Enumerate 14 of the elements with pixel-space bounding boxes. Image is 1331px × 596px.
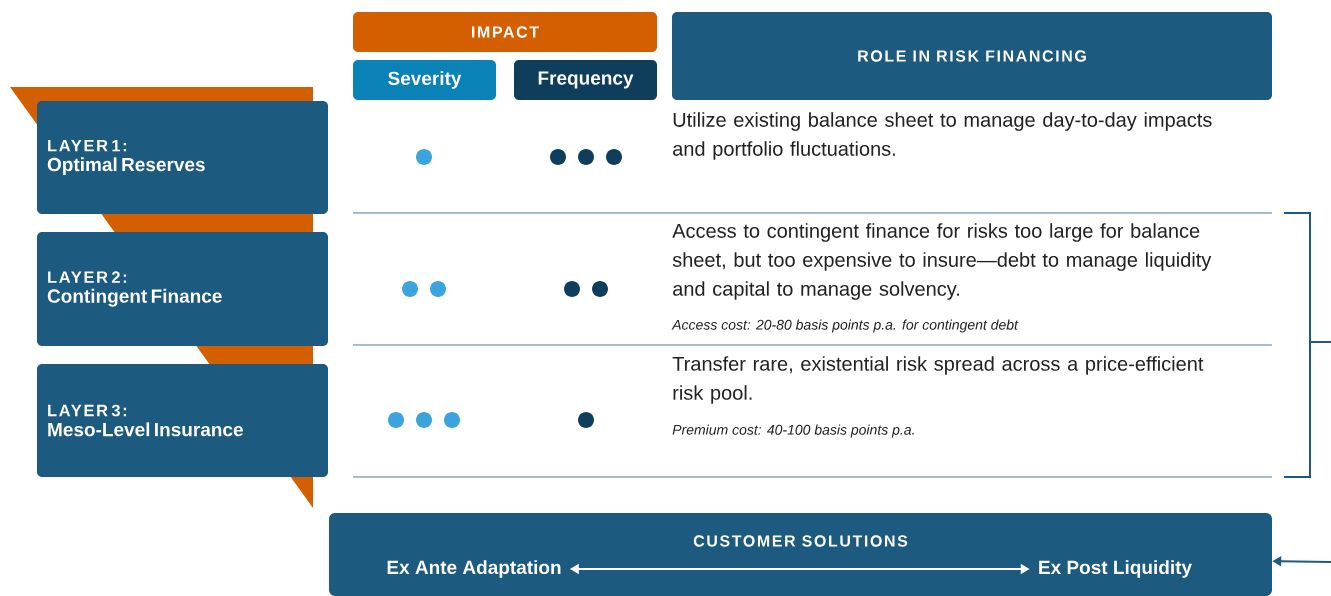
header-box: ROLE IN RISK FINANCING	[672, 12, 1272, 100]
role-text: Transfer rare, existential risk spread across a price-efficient risk pool.	[672, 356, 1204, 404]
role-text: Access to contingent finance for risks too large for balance sheet, but too expensive to insure—debt to manage liquidity and capital to manage solvency.	[672, 223, 1212, 300]
layer-box: LAYER 2: Contingent Finance	[37, 232, 328, 346]
cost-note: Premium cost: 40-100 basis points p.a.	[672, 424, 914, 438]
role-text: Utilize existing balance sheet to manage day-to-day impacts and portfolio fluctuations.	[673, 112, 1212, 160]
end-label: Ex Ante Adaptation	[387, 560, 561, 578]
layer-box: LAYER 3: Meso-Level Insurance	[37, 364, 328, 477]
end-label: Ex Post Liquidity	[1039, 560, 1192, 578]
header-box: Frequency	[514, 60, 657, 100]
header-box: Severity	[353, 60, 496, 100]
header-box: IMPACT	[353, 12, 657, 52]
cost-note: Access cost: 20-80 basis points p.a. for contingent debt	[671, 319, 1019, 333]
layer-box: LAYER 1: Optimal Reserves	[37, 101, 328, 214]
